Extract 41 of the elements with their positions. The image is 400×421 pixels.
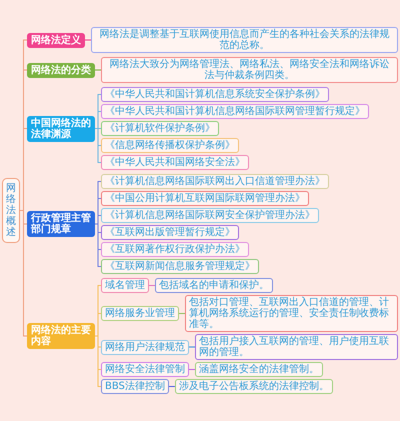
leaf-topic-box: 《计算机信息网络国际联网出入口信道管理办法》: [101, 174, 329, 189]
connector-line: [168, 386, 176, 387]
root-topic-box: 网络法概述: [2, 178, 20, 243]
connector-line: [20, 210, 28, 336]
leaf-topic-box: 《计算机信息网络国际联网安全保护管理办法》: [101, 208, 319, 223]
leaf-topic-box: 网络法是调整基于互联网使用信息而产生的各种社会关系的法律规范的总称。: [91, 27, 398, 53]
connector-line: [94, 128, 102, 163]
leaf-topic-box: 涉及电子公告板系统的法律控制。: [174, 379, 333, 394]
leaf-topic-box: 《互联网出版管理暂行规定》: [101, 225, 239, 240]
connector-line: [94, 336, 102, 387]
branch-topic-box: 中国网络法的法律渊源: [27, 116, 95, 142]
branch-topic-box: 网络法的主要内容: [27, 323, 95, 349]
subtopic-box: 网络用户法律规范: [101, 340, 189, 354]
connector-line: [94, 224, 102, 267]
leaf-topic-box: 《中华人民共和国计算机信息系统安全保护条例》: [101, 87, 329, 102]
leaf-topic-box: 《中华人民共和国计算机信息网络国际联网管理暂行规定》: [101, 104, 369, 119]
leaf-topic-box: 包括用户接入互联网的管理、用户使用互联网的管理。: [195, 334, 398, 360]
subtopic-box: 网络服务业管理: [101, 306, 179, 321]
subtopic-box: 网络安全法律管制: [101, 362, 189, 377]
leaf-topic-box: 涵盖网络安全的法律管制。: [195, 362, 323, 377]
connector-line: [188, 346, 196, 348]
leaf-topic-box: 网络法大致分为网络管理法、网络私法、网络安全法和网络诉讼法与仲裁条例四类。: [101, 57, 398, 83]
leaf-topic-box: 《互联网著作权行政保护办法》: [101, 242, 249, 257]
subtopic-box: 域名管理: [101, 278, 149, 293]
branch-topic-box: 网络法定义: [27, 32, 85, 48]
connector-line: [94, 111, 102, 129]
connector-line: [94, 215, 102, 224]
branch-topic-box: 行政管理主管部门规章: [27, 211, 95, 237]
leaf-topic-box: 《计算机软件保护条例》: [101, 121, 219, 136]
branch-topic-box: 网络法的分类: [27, 62, 95, 78]
connector-line: [188, 369, 196, 370]
connector-line: [178, 313, 186, 314]
connector-line: [148, 285, 156, 286]
leaf-topic-box: 《互联网新闻信息服务管理规定》: [101, 259, 259, 274]
leaf-topic-box: 包括对口管理、互联网出入口信道的管理、计算机网络系统运行的管理、安全责任制收费标准等。: [185, 295, 398, 332]
leaf-topic-box: 《中华人民共和国网络安全法》: [101, 155, 249, 170]
leaf-topic-box: 《中国公用计算机互联网国际联网管理办法》: [101, 191, 309, 206]
leaf-topic-box: 《信息网络传播权保护条例》: [101, 138, 239, 153]
leaf-topic-box: 包括域名的申请和保护。: [155, 278, 273, 293]
connector-line: [94, 313, 102, 336]
subtopic-box: BBS法律控制: [101, 379, 169, 394]
